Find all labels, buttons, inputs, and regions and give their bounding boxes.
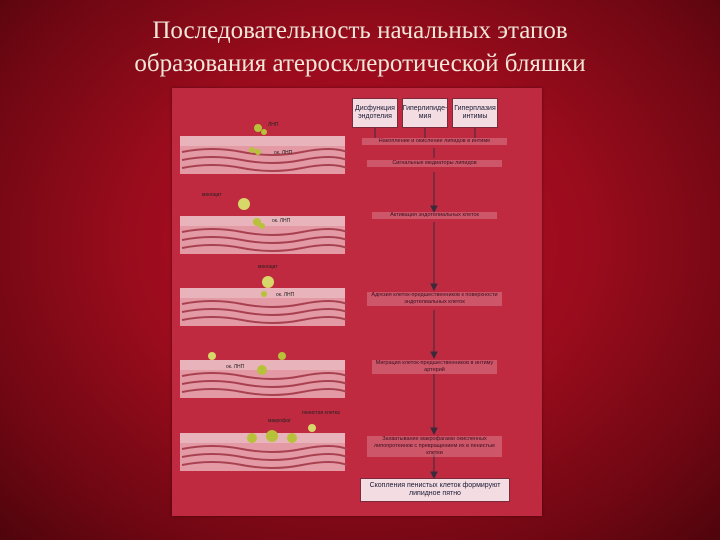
flow-arrows bbox=[374, 128, 476, 480]
vessel-panel-4 bbox=[180, 352, 348, 398]
step-5: Миграция клеток-предшественников в интим… bbox=[372, 360, 497, 374]
panel-3-label-a: моноцит bbox=[258, 264, 278, 270]
panel-5-label-a: макрофаг bbox=[268, 418, 291, 424]
panel-2-label-a: моноцит bbox=[202, 192, 222, 198]
title-line-1: Последовательность начальных этапов bbox=[152, 17, 568, 44]
panel-1-label-a: ЛНП bbox=[268, 122, 279, 128]
figure-graphics bbox=[180, 124, 476, 480]
panel-5-label-b: пенистая клетка bbox=[302, 410, 340, 416]
slide-title: Последовательность начальных этапов обра… bbox=[40, 14, 680, 80]
box-hyperlipidemia: Гиперлипиде-мия bbox=[402, 98, 448, 128]
step-1: Накопление и окисление липидов в интиме bbox=[362, 138, 507, 145]
title-line-2: образования атеросклеротической бляшки bbox=[134, 50, 586, 77]
step-3: Активация эндотелиальных клеток bbox=[372, 212, 497, 219]
panel-3-label-b: ок. ЛНП bbox=[276, 292, 295, 298]
step-6: Захватывание макрофагами окисленных липо… bbox=[367, 436, 502, 457]
step-4: Адгезия клеток-предшественников к поверх… bbox=[367, 292, 502, 306]
panel-4-label-a: ок. ЛНП bbox=[226, 364, 245, 370]
step-2: Сигнальные медиаторы липидов bbox=[367, 160, 502, 167]
vessel-panel-3 bbox=[180, 276, 348, 326]
vessel-panel-2 bbox=[180, 198, 348, 254]
panel-2-label-b: ок. ЛНП bbox=[272, 218, 291, 224]
vessel-panel-5 bbox=[180, 424, 348, 471]
vessel-panel-1 bbox=[180, 124, 348, 174]
panel-1-label-b: ок. ЛНП bbox=[274, 150, 293, 156]
